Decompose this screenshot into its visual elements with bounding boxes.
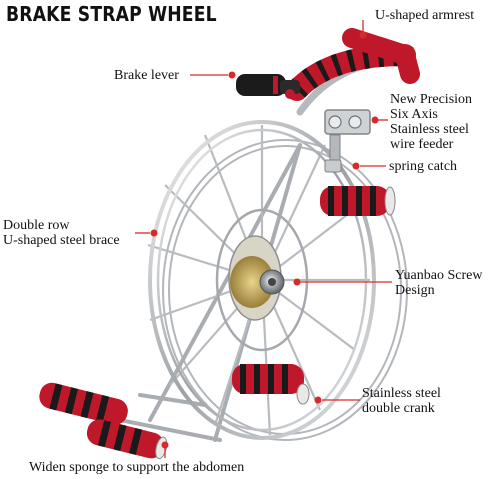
label-double-crank: Stainless steel double crank [362, 386, 441, 416]
upper-crank-handle [320, 186, 396, 216]
armrest-grip [286, 28, 420, 101]
label-wire-feeder: New Precision Six Axis Stainless steel w… [390, 92, 473, 152]
spool-core [215, 208, 309, 352]
label-u-shaped-armrest: U-shaped armrest [375, 8, 475, 23]
brake-lever [236, 74, 300, 99]
lower-crank-handle [232, 364, 310, 405]
label-yuanbao-screw: Yuanbao Screw Design [395, 268, 483, 298]
page-title: BRAKE STRAP WHEEL [6, 2, 217, 26]
label-brake-lever: Brake lever [114, 68, 179, 83]
label-steel-brace: Double row U-shaped steel brace [3, 218, 120, 248]
label-widen-sponge: Widen sponge to support the abdomen [29, 460, 245, 475]
hub [230, 256, 285, 308]
base-sponge-grips [39, 382, 168, 460]
label-spring-catch: spring catch [389, 159, 458, 174]
front-rim [148, 120, 376, 440]
wire-feeder [324, 109, 371, 173]
callout-leaders [135, 20, 392, 458]
